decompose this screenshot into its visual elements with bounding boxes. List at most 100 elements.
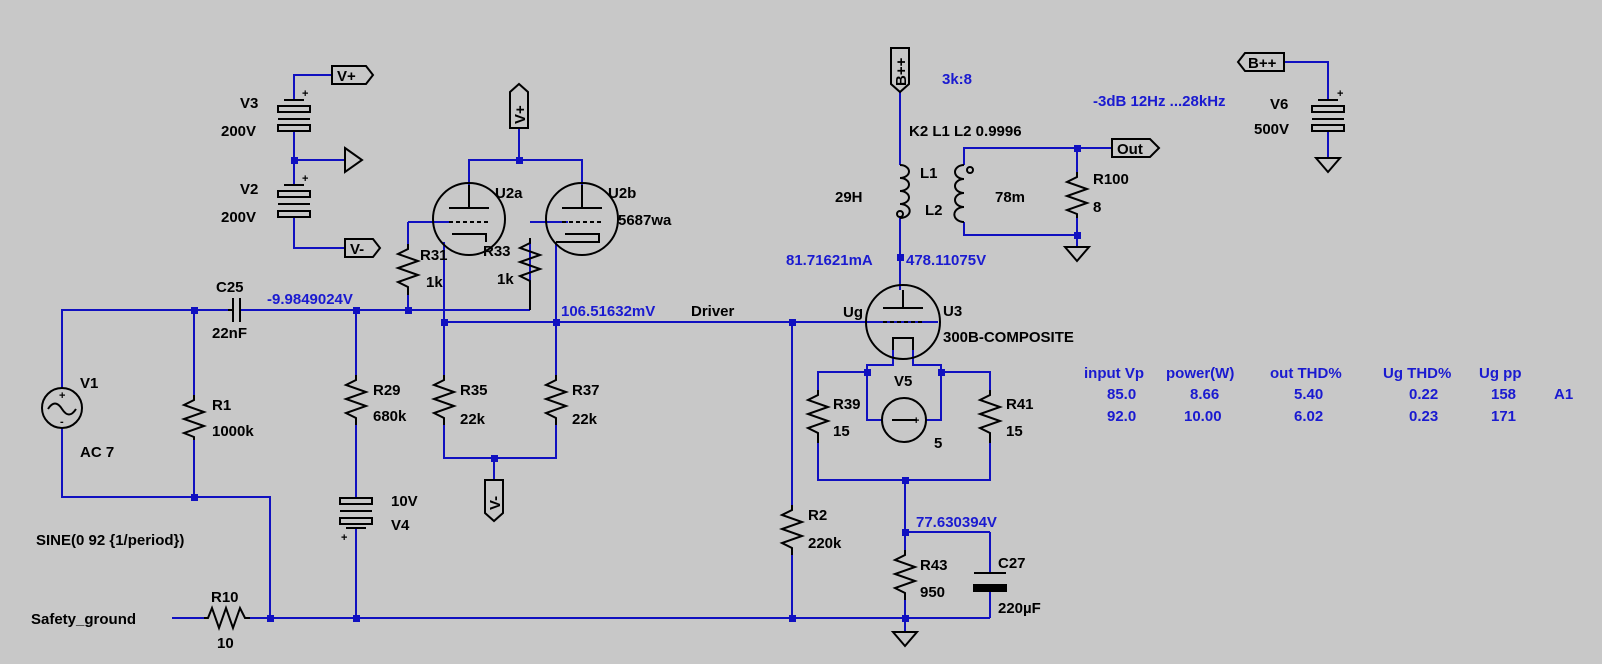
r39-value: 15: [833, 423, 850, 440]
vplus-flag-up-text: V+: [512, 105, 529, 124]
table-cell: 171: [1491, 408, 1516, 425]
results-table: input Vp power(W) out THD% Ug THD% Ug pp…: [1084, 365, 1573, 425]
l1-inductor[interactable]: [896, 164, 911, 219]
v1-value: AC 7: [80, 444, 114, 461]
v3-name: V3: [240, 95, 258, 112]
r43-name: R43: [920, 557, 948, 574]
v6-value: 500V: [1254, 121, 1289, 138]
u2b-triode[interactable]: [545, 182, 619, 256]
table-header: out THD%: [1270, 365, 1342, 382]
u3-triode[interactable]: [865, 284, 941, 360]
r29-value: 680k: [373, 408, 407, 425]
v6-name: V6: [1270, 96, 1288, 113]
r10-name: R10: [211, 589, 239, 606]
r100-resistor[interactable]: [1063, 172, 1091, 218]
c27-capacitor[interactable]: [973, 572, 1007, 592]
r1-name: R1: [212, 397, 231, 414]
bpp-flag-up-text: B++: [893, 57, 910, 86]
r10-value: 10: [217, 635, 234, 652]
u3-value: 300B-COMPOSITE: [943, 329, 1074, 346]
l2-value: 78m: [995, 189, 1025, 206]
u3-name: U3: [943, 303, 962, 320]
v5-source[interactable]: +: [881, 397, 927, 443]
r41-value: 15: [1006, 423, 1023, 440]
v3-battery[interactable]: +: [277, 88, 311, 132]
junction-dots: [191, 145, 1081, 622]
r39-resistor[interactable]: [804, 390, 832, 443]
table-header: Ug pp: [1479, 365, 1522, 382]
out-flag: Out: [1111, 138, 1161, 158]
vminus-flag-right-text: V-: [350, 241, 364, 258]
v3-plus-sign: +: [302, 88, 308, 100]
r35-value: 22k: [460, 411, 486, 428]
driver-net-label: Driver: [691, 303, 735, 320]
r100-value: 8: [1093, 199, 1101, 216]
v4-battery[interactable]: +: [339, 497, 373, 544]
r100-name: R100: [1093, 171, 1129, 188]
v2-battery[interactable]: +: [277, 173, 311, 218]
table-cell: 0.23: [1409, 408, 1438, 425]
r35-name: R35: [460, 382, 488, 399]
r41-resistor[interactable]: [976, 390, 1004, 443]
vplus-flag-right-text: V+: [337, 68, 356, 85]
u2a-name: U2a: [495, 185, 523, 202]
bpp-flag-v6: B++: [1236, 52, 1285, 72]
l1-name: L1: [920, 165, 938, 182]
vplus-flag-right: V+: [331, 65, 375, 85]
driver-voltage-readout: 106.51632mV: [561, 303, 655, 320]
r29-resistor[interactable]: [342, 375, 370, 425]
u2b-value: 5687wa: [618, 212, 672, 229]
v5-value: 5: [934, 435, 942, 452]
bpp-flag-up: B++: [890, 47, 910, 94]
table-header: Ug THD%: [1383, 365, 1451, 382]
safety-ground-label: Safety_ground: [31, 611, 136, 628]
r37-name: R37: [572, 382, 600, 399]
v1-minus-sign: -: [60, 416, 64, 428]
table-cell: 10.00: [1184, 408, 1222, 425]
c27-name: C27: [998, 555, 1026, 572]
v2-value: 200V: [221, 209, 256, 226]
r43-resistor[interactable]: [891, 550, 919, 600]
r37-value: 22k: [572, 411, 598, 428]
v6-battery[interactable]: +: [1311, 88, 1345, 132]
v1-plus-sign: +: [59, 390, 65, 402]
r35-resistor[interactable]: [430, 375, 458, 425]
l1-value: 29H: [835, 189, 863, 206]
c25-capacitor[interactable]: [228, 298, 241, 322]
vplus-flag-up: V+: [509, 82, 529, 129]
r29-name: R29: [373, 382, 401, 399]
vminus-flag-down: V-: [484, 479, 504, 523]
bpp-flag-v6-text: B++: [1248, 55, 1277, 72]
table-cell: 5.40: [1294, 386, 1323, 403]
vminus-flag-down-text: V-: [487, 496, 504, 510]
table-cell: 0.22: [1409, 386, 1438, 403]
table-cell: 158: [1491, 386, 1516, 403]
v2-name: V2: [240, 181, 258, 198]
grid-voltage-readout: -9.9849024V: [267, 291, 353, 308]
plate-voltage-readout: 478.11075V: [906, 252, 986, 269]
v6-plus-sign: +: [1337, 88, 1343, 100]
ground-symbol-v6: [1313, 157, 1343, 174]
plate-current-readout: 81.71621mA: [786, 252, 873, 269]
r43-value: 950: [920, 584, 945, 601]
c25-value: 22nF: [212, 325, 247, 342]
r1-resistor[interactable]: [180, 395, 208, 440]
table-cell: 6.02: [1294, 408, 1323, 425]
u2b-name: U2b: [608, 185, 636, 202]
r10-resistor[interactable]: [204, 604, 250, 632]
v5-name: V5: [894, 373, 912, 390]
r2-resistor[interactable]: [778, 505, 806, 555]
turns-ratio-note: 3k:8: [942, 71, 972, 88]
r33-value: 1k: [497, 271, 514, 288]
r37-resistor[interactable]: [542, 375, 570, 425]
r33-resistor[interactable]: [516, 238, 544, 310]
r41-name: R41: [1006, 396, 1034, 413]
r31-resistor[interactable]: [394, 244, 422, 295]
v1-source[interactable]: + -: [41, 387, 83, 429]
table-header: power(W): [1166, 365, 1234, 382]
bandwidth-note: -3dB 12Hz ...28kHz: [1093, 93, 1226, 110]
u2a-triode[interactable]: [432, 182, 506, 256]
r33-name: R33: [483, 243, 511, 260]
l2-inductor[interactable]: [953, 164, 974, 223]
